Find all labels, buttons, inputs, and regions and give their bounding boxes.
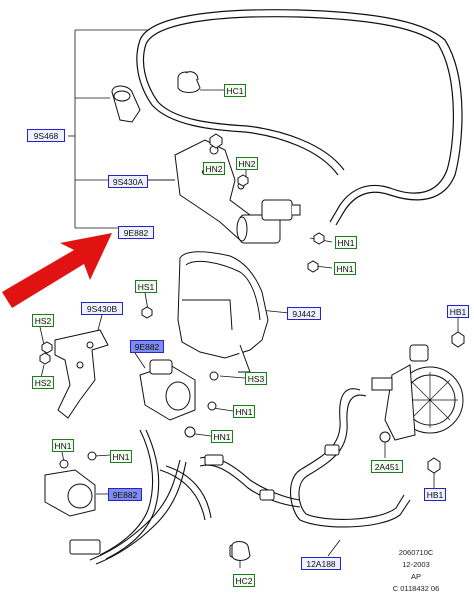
hose-clip-hc1 (177, 71, 201, 93)
label-hn1-a: HN1 (335, 236, 357, 249)
label-9s430b: 9S430B (81, 302, 123, 315)
label-hc1: HC1 (224, 84, 246, 97)
label-hs2-a: HS2 (32, 314, 54, 327)
label-hn2-b: HN2 (236, 157, 258, 170)
label-9j442: 9J442 (287, 307, 321, 320)
label-9e882-bot: 9E882 (108, 488, 142, 501)
label-hn1-e: HN1 (52, 439, 74, 452)
label-2a451: 2A451 (371, 460, 403, 473)
label-hc2: HC2 (233, 574, 255, 587)
solenoid-valve-mid (139, 359, 219, 438)
label-9e882-mid: 9E882 (130, 340, 164, 353)
label-hs1: HS1 (135, 280, 157, 293)
label-hn2-a: HN2 (203, 162, 225, 175)
label-hn1-c: HN1 (233, 405, 255, 418)
footer-ref-1: 2060710C (398, 548, 434, 557)
footer-ref-3: AP (410, 572, 421, 581)
bolt-fasteners-left (39, 306, 153, 365)
footer-ref-4: C 0118432 06 (392, 584, 440, 593)
label-hb1-b: HB1 (424, 488, 446, 501)
hose-clip-hc2 (231, 541, 251, 561)
label-hb1-a: HB1 (447, 305, 469, 318)
solenoid-bracket-lower (54, 329, 109, 419)
vacuum-pump (371, 344, 464, 443)
solenoid-valve-bottom (44, 451, 97, 517)
hose-connector (111, 85, 141, 123)
label-hn1-d: HN1 (211, 430, 233, 443)
footer-ref-2: 12-2003 (402, 560, 430, 569)
label-hs3: HS3 (245, 372, 267, 385)
solenoid-valve-top (236, 199, 301, 244)
label-hs2-b: HS2 (32, 376, 54, 389)
vacuum-hose-loop (136, 9, 463, 226)
bolt-fasteners-right (427, 331, 465, 474)
label-hn1-b: HN1 (334, 262, 356, 275)
nut-fasteners-top (209, 133, 325, 273)
label-9s468: 9S468 (27, 129, 65, 142)
label-9e882-top: 9E882 (118, 226, 154, 239)
vacuum-reservoir (177, 251, 269, 373)
label-hn1-f: HN1 (110, 450, 132, 463)
label-12a188: 12A188 (301, 557, 341, 570)
label-9s430a: 9S430A (108, 175, 148, 188)
callout-arrow (2, 233, 112, 308)
